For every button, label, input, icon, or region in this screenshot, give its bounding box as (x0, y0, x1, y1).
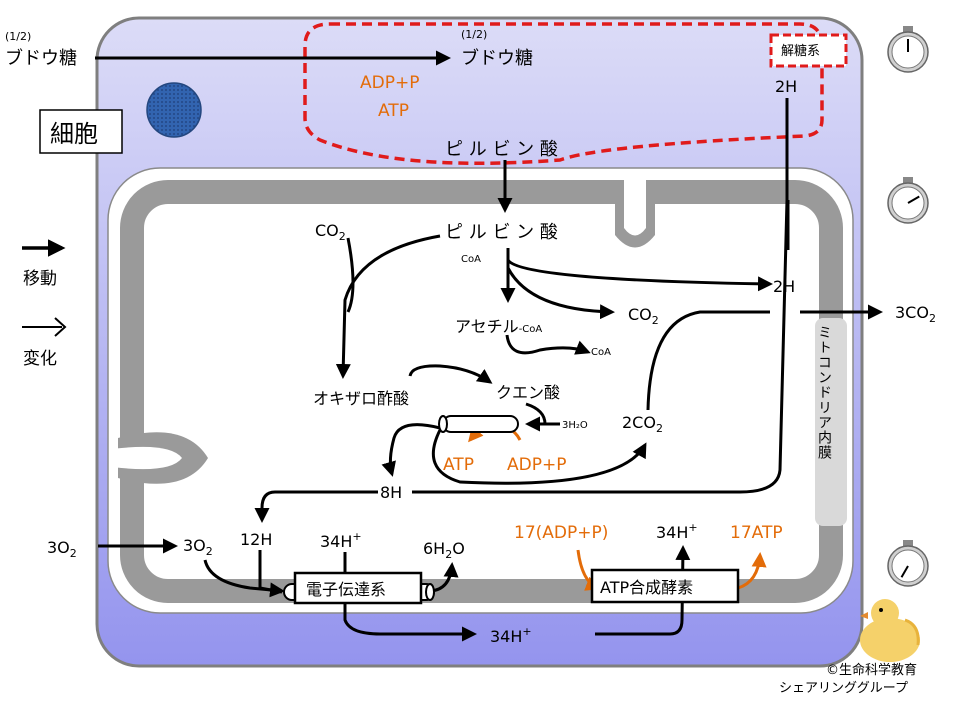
coa-input: CoA (461, 254, 481, 265)
coa-release: CoA (591, 347, 611, 358)
h34-right: 34H+ (656, 521, 698, 542)
clock-icon-2 (887, 177, 929, 224)
atp-synthase-output: 17ATP (730, 523, 783, 543)
citric-acid: クエン酸 (496, 383, 560, 402)
glucose-outside: ブドウ糖 (5, 47, 77, 69)
cell-label-box (39, 109, 123, 154)
clock-icons (887, 26, 929, 587)
h34-bottom: 34H+ (490, 625, 532, 646)
clock-icon-3 (887, 540, 929, 587)
legend-change: 変化 (23, 349, 57, 369)
credit-line1: ©生命科学教育 (826, 662, 917, 678)
adp-p-glycolysis: ADP+P (360, 73, 419, 93)
atp-glycolysis: ATP (378, 101, 409, 121)
pyruvate-cytosol: ピ ル ビ ン 酸 (445, 139, 558, 160)
glucose-fraction-outside: (1/2) (5, 30, 31, 43)
co2-mid: CO2 (628, 305, 659, 327)
pathway-arrows (95, 50, 883, 642)
clock-icon-1 (887, 26, 929, 73)
synthase-box (590, 568, 740, 604)
text-layer: (1/2) ブドウ糖 (1/2) ブドウ糖 解糖系 ADP+P ATP ピ ル … (5, 28, 936, 696)
cycle-cylinder (438, 415, 519, 433)
glycolysis-box (769, 33, 848, 68)
credit-line2: シェアリンググループ (779, 681, 908, 696)
inner-membrane-label: ミトコンドリア内膜 (816, 325, 832, 460)
adp-p-synthase: 17(ADP+P) (514, 523, 608, 543)
co2-top: CO2 (315, 221, 346, 243)
etc-box (293, 571, 423, 605)
h2-glycolysis: 2H (775, 77, 797, 96)
h12: 12H (240, 530, 272, 549)
glycolysis-label: 解糖系 (781, 43, 820, 59)
synthase-label: ATP合成酵素 (600, 578, 693, 597)
adp-p-cycle: ADP+P (507, 455, 566, 475)
o2-in: 3O2 (47, 538, 77, 560)
h2-mito: 2H (773, 277, 795, 296)
acetyl-coa: アセチル-CoA (455, 317, 542, 336)
h34-left: 34H+ (320, 530, 362, 551)
legend-move: 移動 (23, 269, 57, 289)
glucose-cell: ブドウ糖 (461, 47, 533, 69)
h8: 8H (380, 483, 402, 502)
mitochondrion (107, 167, 854, 614)
legend (22, 239, 67, 337)
glucose-fraction-cell: (1/2) (461, 28, 487, 41)
co2-out: 3CO2 (895, 303, 936, 325)
h2o-out: 6H2O (423, 539, 465, 561)
etc-label: 電子伝達系 (306, 580, 386, 599)
pyruvate-mito: ピ ル ビ ン 酸 (445, 222, 558, 243)
cell-label: 細胞 (50, 120, 98, 148)
duck-mascot-icon (860, 599, 920, 662)
atp-cycle: ATP (443, 455, 474, 475)
nucleus (146, 82, 202, 138)
h2o-input: 3H₂O (562, 420, 588, 431)
oxaloacetate: オキザロ酢酸 (313, 389, 409, 408)
co2-cycle: 2CO2 (622, 413, 663, 435)
glycolysis-region (303, 22, 824, 165)
o2-mito: 3O2 (183, 536, 213, 558)
